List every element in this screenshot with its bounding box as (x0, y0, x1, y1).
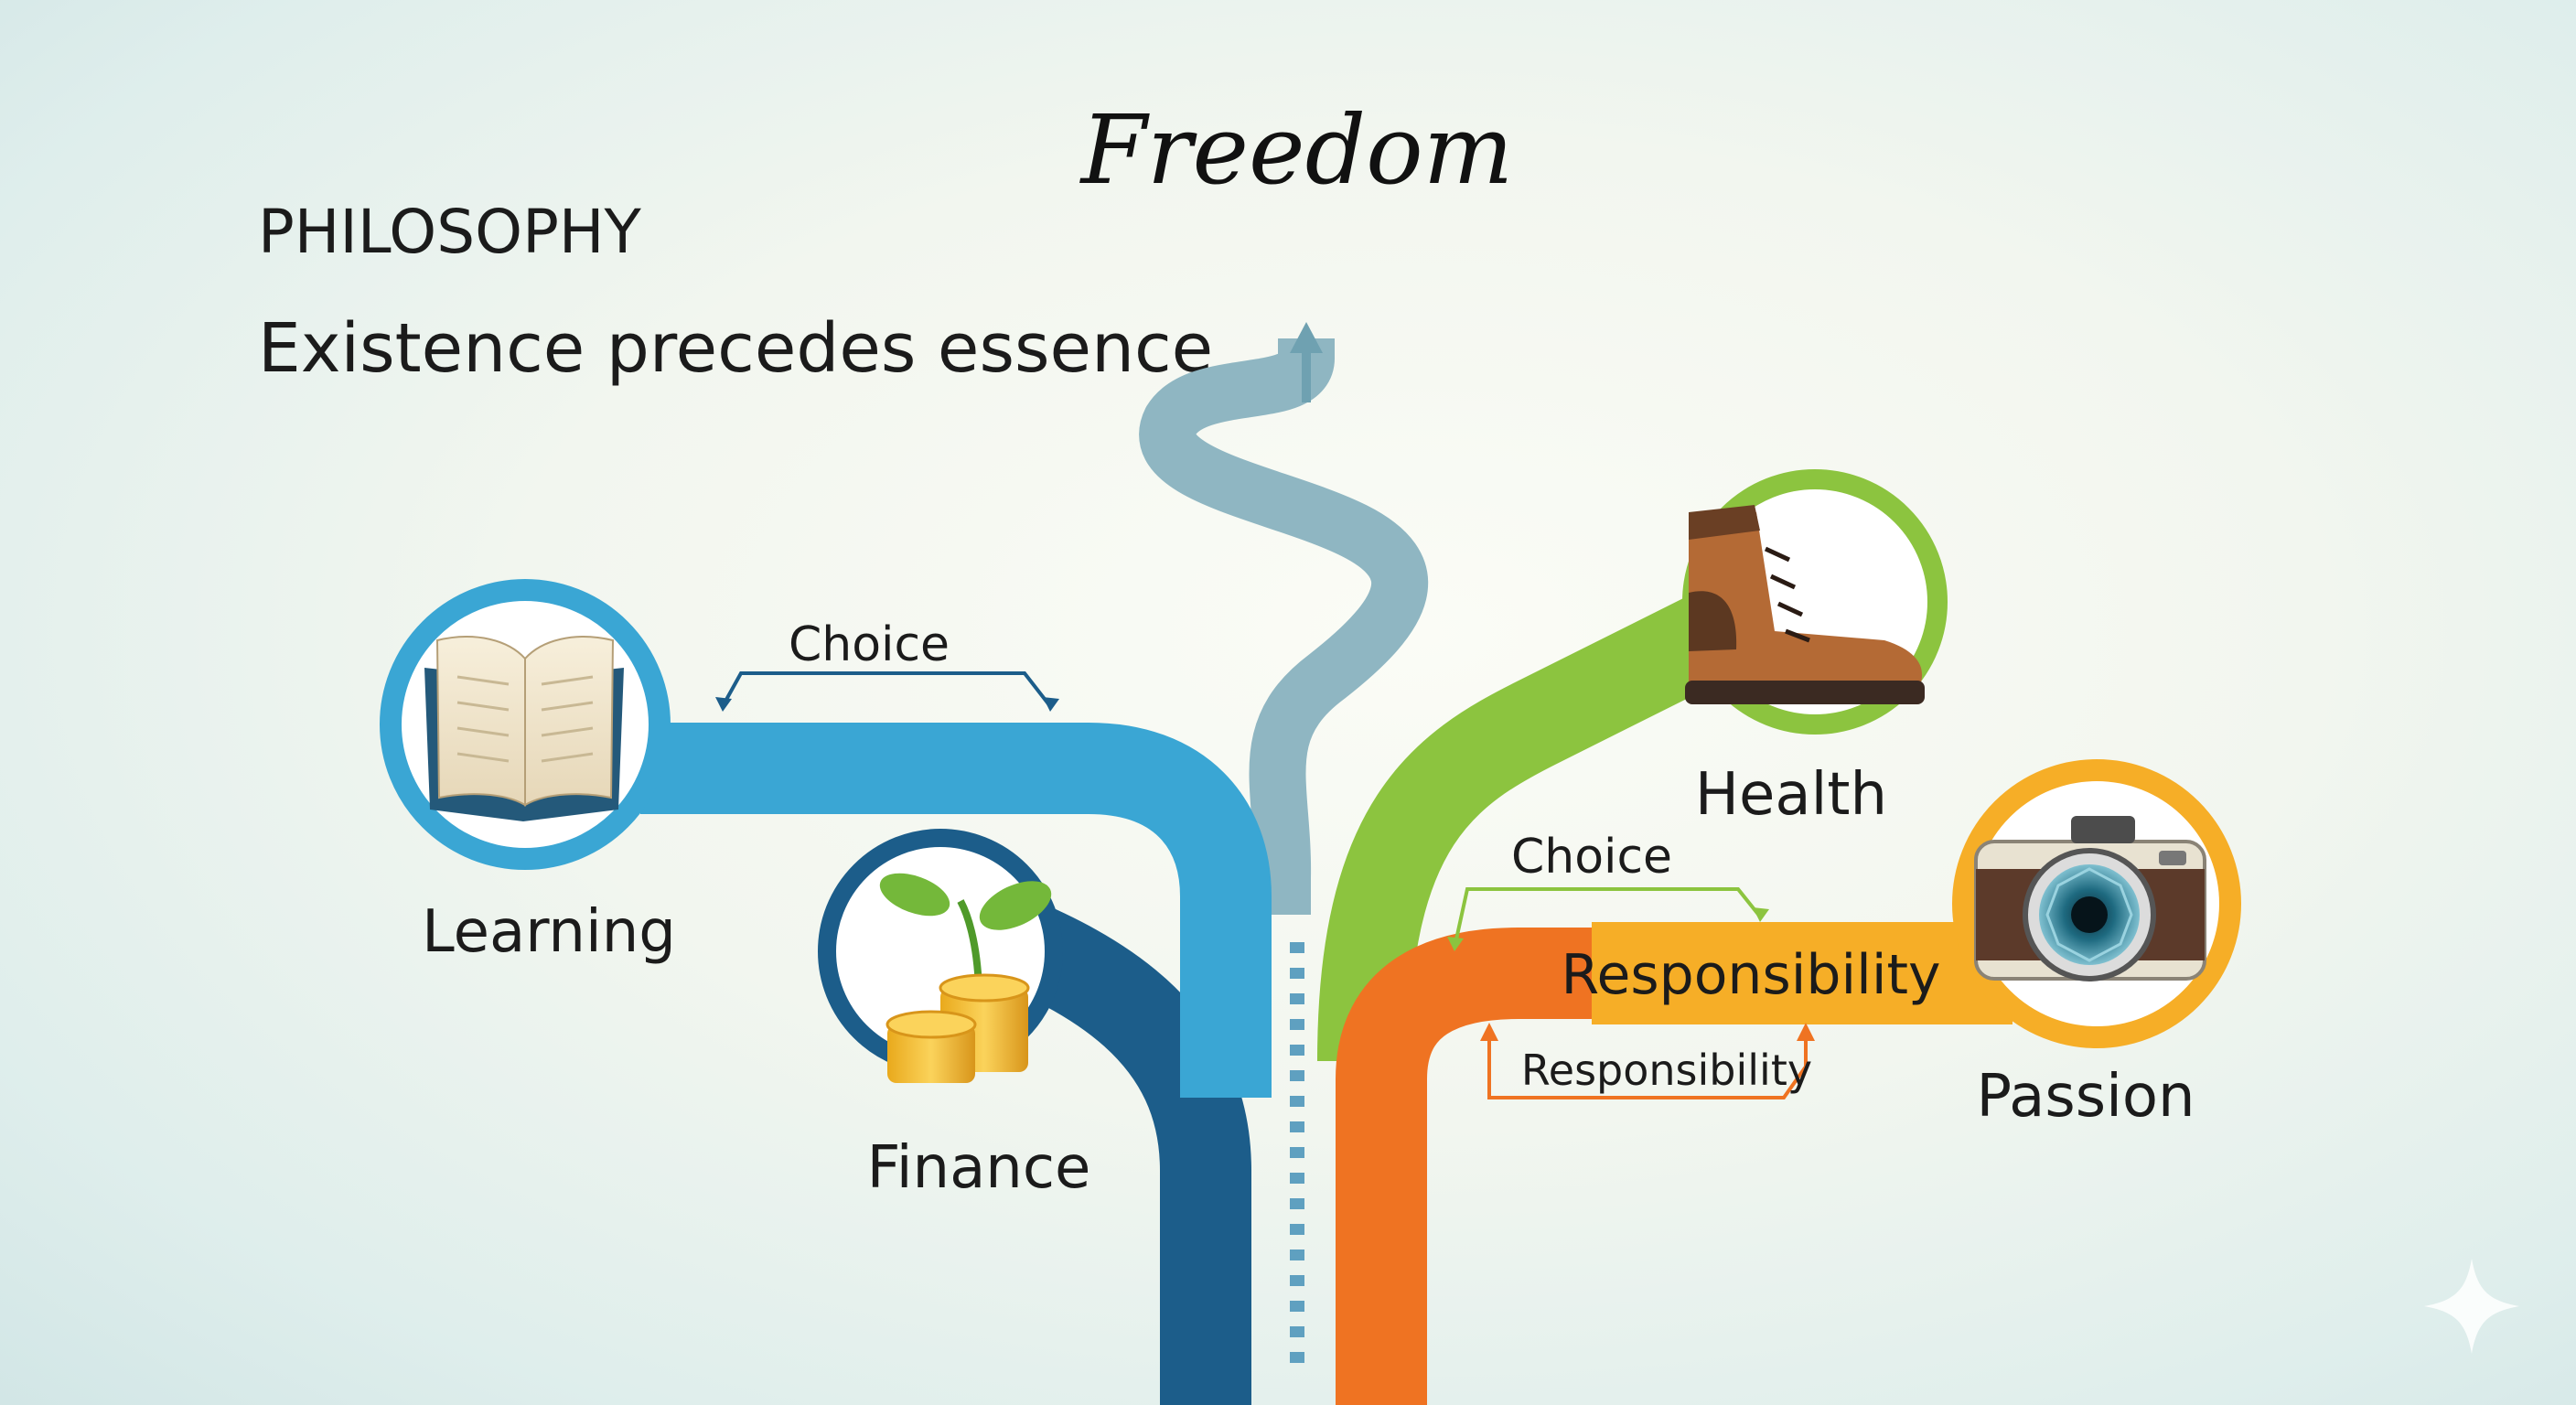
category-heading: PHILOSOPHY (258, 197, 642, 267)
subtitle: Existence precedes essence (258, 309, 1213, 388)
boot-icon (1685, 505, 1925, 704)
responsibility-band-label: Responsibility (1561, 943, 1940, 1007)
left-choice-connector (715, 671, 1059, 712)
responsibility-connector (1480, 1023, 1815, 1099)
finance-node (818, 829, 1063, 1083)
left-choice-label: Choice (789, 617, 950, 672)
finance-label: Finance (867, 1134, 1091, 1202)
plant-coins-icon (879, 873, 1052, 1083)
health-node (1682, 469, 1948, 735)
health-label: Health (1695, 761, 1887, 829)
learning-stream (640, 723, 1272, 1098)
up-arrow-icon (1290, 322, 1323, 353)
right-choice-label: Choice (1511, 830, 1672, 885)
camera-icon (1974, 816, 2206, 981)
learning-label: Learning (422, 898, 676, 966)
sparkle-icon (2424, 1259, 2519, 1354)
book-icon (424, 636, 624, 821)
health-stream (1317, 590, 1741, 1062)
learning-node (380, 579, 671, 870)
right-choice-connector (1447, 887, 1769, 951)
central-path (1139, 322, 1429, 915)
passion-node (1952, 759, 2241, 1048)
responsibility-stream (1336, 928, 1596, 1405)
page-title: Freedom (1079, 94, 1514, 206)
passion-label: Passion (1976, 1063, 2195, 1131)
responsibility-below-label: Responsibility (1521, 1046, 1812, 1095)
passion-band (1592, 922, 2012, 1024)
